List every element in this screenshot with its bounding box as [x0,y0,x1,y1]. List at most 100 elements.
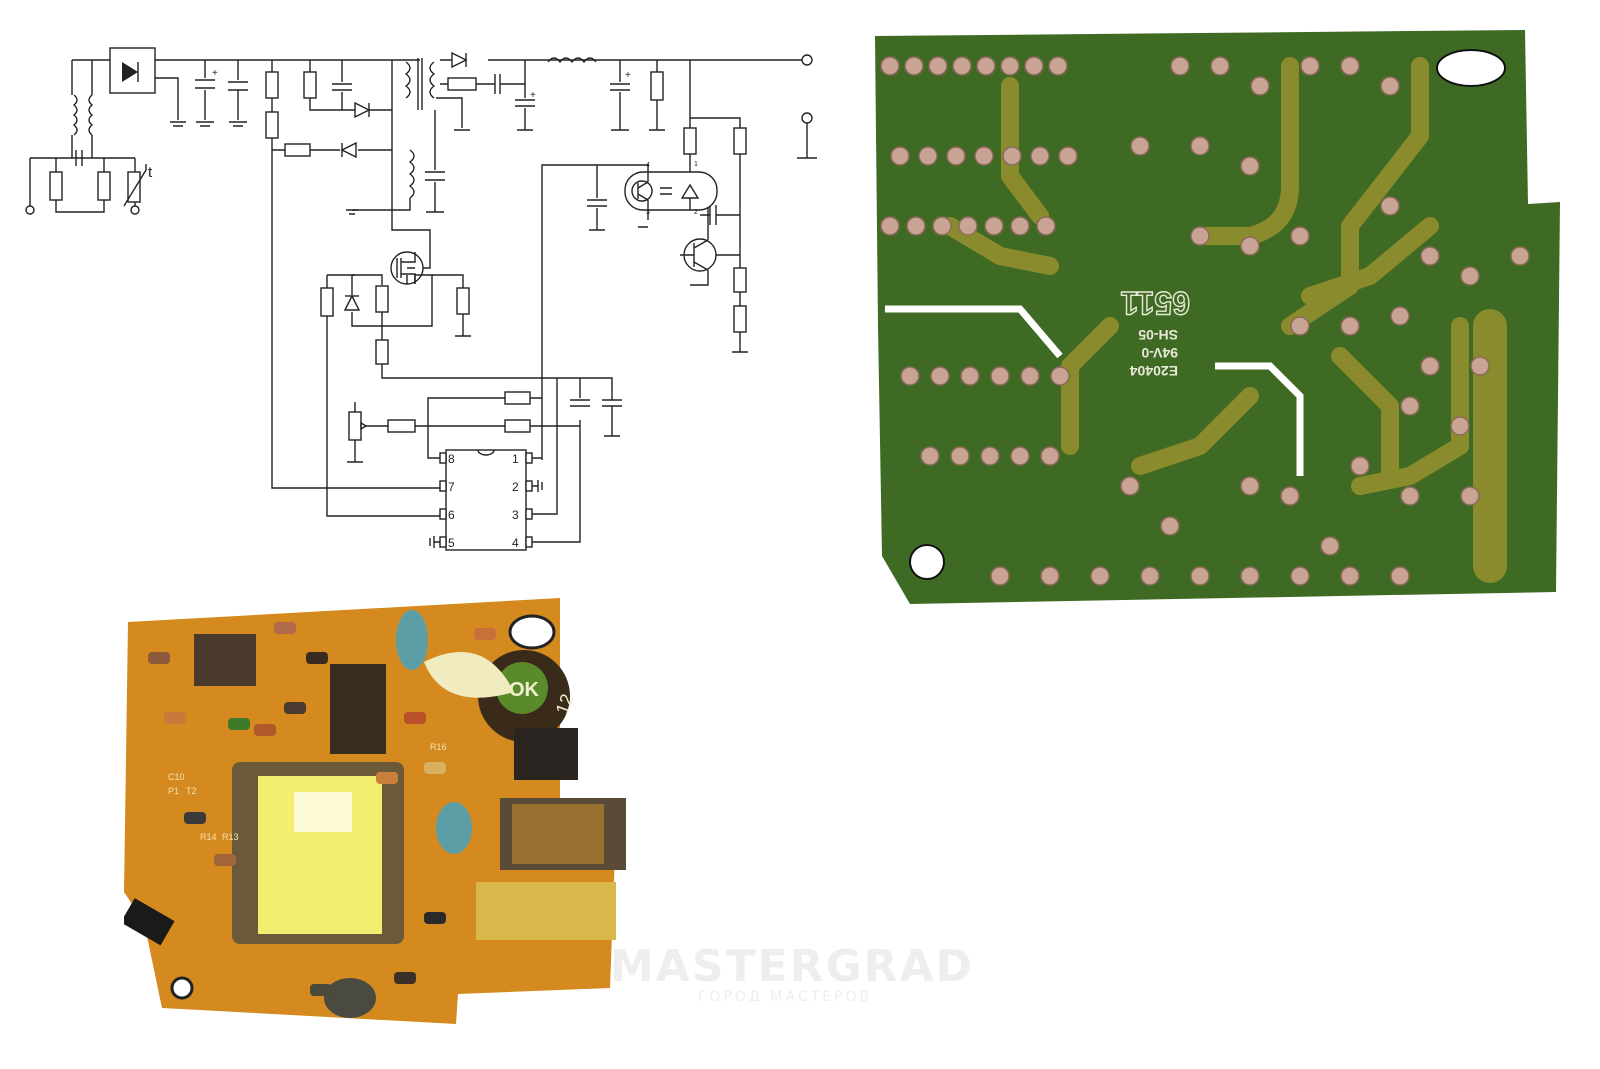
solder-pad [932,216,952,236]
solder-pad [1010,216,1030,236]
solder-pad [918,146,938,166]
ic-pin-8: 8 [448,452,455,466]
solder-pad [1290,226,1310,246]
solder-pad [880,56,900,76]
solder-pad [1050,366,1070,386]
solder-pad [1340,56,1360,76]
pcb-solder-side-photo: E20404 94V-0 SH-05 6511 [875,30,1560,604]
solder-pad [890,146,910,166]
input-terminal-left [25,205,35,215]
pwm-controller-ic: 8 7 6 5 1 2 3 4 [347,378,622,551]
solder-pad [930,366,950,386]
smd-component [228,718,250,730]
solder-pad [1210,56,1230,76]
input-terminal-right [130,205,140,215]
mounting-hole-top-right [1436,49,1506,87]
solder-pad [1048,56,1068,76]
watermark-title: MASTERGRAD [610,941,975,992]
ic-pin-1: 1 [512,452,519,466]
solder-pad [1350,456,1370,476]
solder-pad [1024,56,1044,76]
svg-text:T2: T2 [186,786,197,796]
solder-pad [1510,246,1530,266]
solder-pad [1300,56,1320,76]
solder-pad [1010,446,1030,466]
opto-pin-2: 2 [694,209,698,216]
solder-pad [1170,56,1190,76]
solder-pad [1390,306,1410,326]
ic-pin-6: 6 [448,508,455,522]
smd-component [310,984,332,996]
solder-pad [958,216,978,236]
output-terminal-positive [801,54,813,66]
smd-component [424,762,446,774]
solder-pad [1380,76,1400,96]
solder-pad [1000,56,1020,76]
circuit-schematic: t + [25,47,817,551]
solder-pad [1280,486,1300,506]
small-components [148,622,496,996]
solder-pad [1420,356,1440,376]
y-capacitor-blue-2 [436,802,472,854]
startup-resistors [265,60,440,489]
bridge-rectifier [109,47,186,127]
solder-pad [946,146,966,166]
solder-pad [920,446,940,466]
rcd-snubber [303,60,392,119]
solder-pad [1058,146,1078,166]
solder-pad [1190,226,1210,246]
solder-pad [974,146,994,166]
ic-pin-3: 3 [512,508,519,522]
solder-pad [1380,196,1400,216]
y-capacitor-blue [396,610,428,670]
smd-component [424,912,446,924]
solder-pad [1090,566,1110,586]
ic-pin-2: 2 [512,480,519,494]
top-mount-hole-right [508,614,556,650]
svg-text:R13: R13 [222,832,239,842]
silkscreen-line-1: E20404 [1130,363,1178,379]
solder-pad [1320,536,1340,556]
thermistor-label: t [148,164,153,181]
rubber-glue [424,652,514,698]
svg-text:R16: R16 [430,742,447,752]
solder-pad [904,56,924,76]
mounting-hole-bottom-left [909,544,945,580]
smd-component [254,724,276,736]
solder-pad [990,366,1010,386]
solder-pads [880,56,1530,586]
solder-pad [950,446,970,466]
opto-pin-1: 1 [694,161,698,168]
solder-pad [1240,236,1260,256]
filter-capacitor-small [324,978,376,1018]
silkscreen-line-2: 94V-0 [1141,345,1178,361]
solder-pad [1290,566,1310,586]
solder-pad [1030,146,1050,166]
solder-pad [1140,566,1160,586]
svg-text:R14: R14 [200,832,217,842]
x-capacitor [476,882,616,940]
solder-pad [1340,316,1360,336]
svg-text:+: + [625,70,631,81]
pcb-component-side-photo: OK 12 C10 P1 T2 R14 R13 R16 [124,598,626,1024]
solder-pad [880,216,900,236]
output-rectifier-filter: + + [440,51,817,159]
smd-component [376,772,398,784]
solder-pad [1120,476,1140,496]
isolation-slot-left [885,305,1063,359]
solder-pad [1190,136,1210,156]
solder-pad [1190,566,1210,586]
mosfet-stage [320,251,613,517]
top-silkscreen-labels: C10 P1 T2 R14 R13 R16 [168,742,447,842]
solder-pad [1130,136,1150,156]
solder-pad [952,56,972,76]
solder-pad [1020,366,1040,386]
smd-component [404,712,426,724]
rectifier-bridge [514,728,578,780]
solder-pad [1290,316,1310,336]
silkscreen-text: E20404 94V-0 SH-05 6511 [1120,284,1191,379]
solder-pad [1040,446,1060,466]
solder-pad [1450,416,1470,436]
opto-pin-3: 3 [646,209,650,216]
solder-pad [976,56,996,76]
